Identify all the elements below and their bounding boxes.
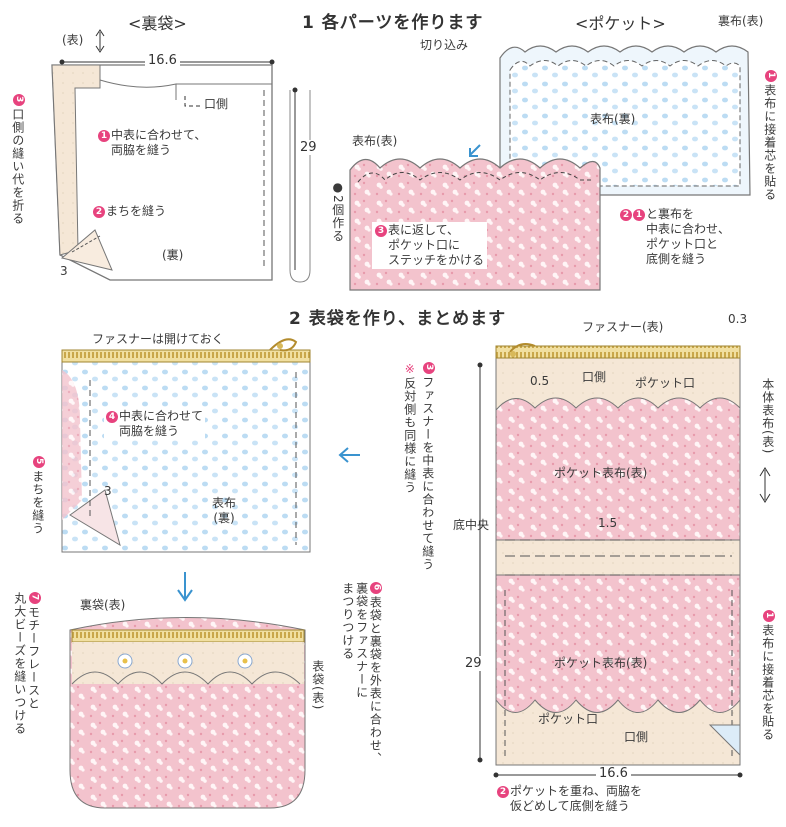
pocket-kirikomi-label: 切り込み bbox=[420, 38, 469, 52]
step3-zipper-label: 3 ファスナーを中表に合わせて縫う bbox=[420, 362, 435, 662]
step3-note-label: ※反対側も同様に縫う bbox=[402, 362, 417, 562]
outer-panel-illustration bbox=[477, 343, 771, 778]
lining-omote-label: (表) bbox=[62, 33, 84, 47]
outer-bag-left-illustration bbox=[61, 338, 360, 602]
body-fabric-label: 本体表布(表) bbox=[760, 378, 775, 455]
panel-pocket-kuchi-bottom-label: ポケット口 bbox=[538, 712, 599, 726]
step-number-badge: 2 bbox=[620, 209, 632, 221]
step2-gusset-dim: 3 bbox=[104, 484, 112, 498]
step3-note-text: 反対側も同様に縫う bbox=[402, 377, 417, 494]
finished-bag-illustration bbox=[69, 617, 306, 809]
step5-label: 5 まちを縫う bbox=[30, 456, 45, 556]
pocket-urafu-label: 裏布(表) bbox=[718, 14, 764, 28]
step7-label: 7モチーフレースと 丸大ビーズを縫いつける bbox=[12, 592, 41, 822]
panel-width-dim: 16.6 bbox=[596, 766, 631, 781]
pocket-step3-text: 表に返して、 ポケット口に ステッチをかける bbox=[388, 223, 485, 267]
zipper-omote-label: ファスナー(表) bbox=[582, 320, 664, 334]
urabukuro-label: 裏袋(表) bbox=[80, 598, 126, 612]
step-number-badge: 3 bbox=[12, 94, 25, 106]
step1-heading: 1 各パーツを作ります bbox=[302, 13, 484, 33]
dim-0-5: 0.5 bbox=[530, 374, 550, 388]
pocket-fabric-bottom-label: ポケット表布(表) bbox=[554, 656, 648, 670]
step2-heading: 2 表袋を作り、まとめます bbox=[289, 309, 507, 329]
step5-text: まちを縫う bbox=[30, 470, 45, 535]
lining-kuchigawa-label: 口側 bbox=[204, 97, 229, 111]
step7-text: モチーフレースと 丸大ビーズを縫いつける bbox=[12, 592, 41, 735]
pocket-step2-text: と裏布を 中表に合わせ、 ポケット口と 底側を縫う bbox=[646, 207, 731, 266]
step-number-badge: 3 bbox=[375, 225, 387, 237]
panel-height-dim: 29 bbox=[465, 656, 482, 671]
pocket-step1-text: 表布に接着芯を貼る bbox=[762, 84, 777, 201]
panel-pocket-kuchi-label: ポケット口 bbox=[635, 376, 696, 390]
lining-bag-title: <裏袋> bbox=[128, 14, 187, 33]
panel-kuchigawa-bottom-label: 口側 bbox=[624, 730, 649, 744]
step-number-badge: 2 bbox=[497, 786, 509, 798]
pocket-fabric-top-label: ポケット表布(表) bbox=[554, 466, 648, 480]
lining-ura-label: (裏) bbox=[162, 248, 184, 262]
step6-text: 表袋と裏袋を外表に合わせ、 裏袋をファスナーに まつりつける bbox=[340, 582, 383, 765]
lining-make-two: ●2個作る bbox=[330, 180, 345, 243]
step-number-badge: 5 bbox=[32, 456, 45, 468]
lining-width-dim: 16.6 bbox=[145, 53, 180, 68]
pocket-title: <ポケット> bbox=[575, 14, 666, 33]
step-number-badge: 1 bbox=[764, 70, 777, 82]
dim-1-5: 1.5 bbox=[598, 516, 618, 530]
bottom-center-label: 底中央 bbox=[452, 518, 489, 532]
step-number-badge: 1 bbox=[98, 130, 110, 142]
lining-gusset-dim: 3 bbox=[60, 264, 68, 278]
step-number-badge: 1 bbox=[633, 209, 645, 221]
step-number-badge: 7 bbox=[28, 592, 41, 604]
step-number-badge: 3 bbox=[422, 362, 435, 374]
panel-step1-text: 表布に接着芯を貼る bbox=[760, 624, 775, 741]
note-mark: ※ bbox=[402, 362, 417, 377]
lining-step3-text: 口側の縫い代を折る bbox=[10, 108, 25, 225]
pocket-omotefu-ura-label: 表布(裏) bbox=[590, 112, 636, 126]
step2-omotefu-label: 表布 (裏) bbox=[212, 496, 237, 525]
panel-step2-text: ポケットを重ね、両脇を 仮どめして底側を縫う bbox=[510, 784, 643, 813]
panel-step1-label: 1 表布に接着芯を貼る bbox=[760, 610, 775, 780]
lining-height-dim: 29 bbox=[300, 140, 317, 155]
omotebukuro-label: 表袋(表) bbox=[310, 660, 325, 711]
lining-step1-text: 中表に合わせて、 両脇を縫う bbox=[111, 128, 207, 157]
step-number-badge: 1 bbox=[762, 610, 775, 622]
lining-step2-text: まちを縫う bbox=[106, 204, 167, 218]
step6-label: 6表袋と裏袋を外表に合わせ、 裏袋をファスナーに まつりつける bbox=[340, 582, 383, 792]
step-number-badge: 2 bbox=[93, 206, 105, 218]
step3-zipper-text: ファスナーを中表に合わせて縫う bbox=[420, 376, 435, 571]
dim-0-3: 0.3 bbox=[728, 312, 748, 326]
pocket-omotefu-omote-label: 表布(表) bbox=[352, 134, 398, 148]
lining-step3-label: 3 口側の縫い代を折る bbox=[10, 94, 25, 294]
lining-bag-illustration bbox=[51, 29, 311, 283]
step4-text: 中表に合わせて 両脇を縫う bbox=[119, 409, 204, 438]
zipper-open-label: ファスナーは開けておく bbox=[92, 332, 224, 346]
panel-kuchigawa-label: 口側 bbox=[582, 370, 607, 384]
step-number-badge: 6 bbox=[370, 582, 383, 594]
step-number-badge: 4 bbox=[106, 411, 118, 423]
pocket-step1-label: 1 表布に接着芯を貼る bbox=[762, 70, 777, 270]
